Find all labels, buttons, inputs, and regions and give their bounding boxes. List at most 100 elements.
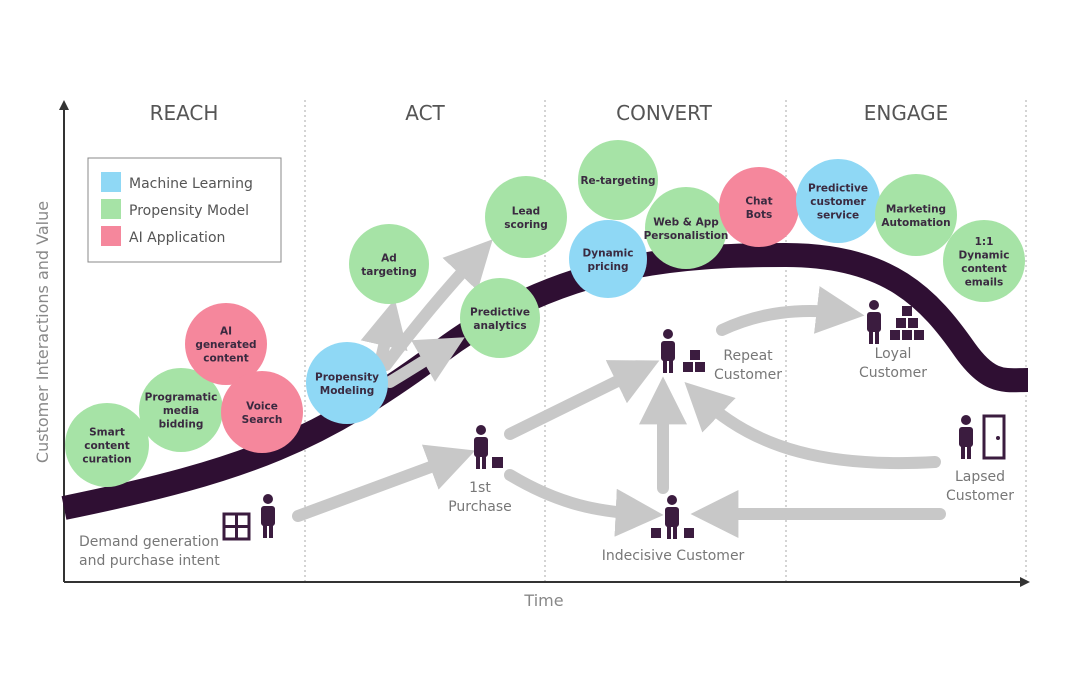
bubble-label: Propensity [315,371,379,383]
bubble-circle [943,220,1025,302]
legend: Machine Learning Propensity Model AI App… [87,157,282,263]
bubble-label: Personalistion [644,230,729,242]
bubble-circle [65,403,149,487]
legend-swatch-propensity [101,199,121,219]
arrow-repeat-to-loyal [716,286,865,336]
bubble-label: Marketing [886,203,946,215]
bubble-circle [349,224,429,304]
bubble-label: Dynamic [583,247,634,259]
bubble-label: Re-targeting [580,175,655,187]
bubble-label: Chat [745,195,772,207]
stage-label-demand: Demand generation [79,534,219,550]
bubble-circle [578,140,658,220]
arrow-demand-to-first [292,444,476,522]
y-axis-label: Customer Interactions and Value [33,201,52,463]
bubble-circle [460,278,540,358]
bubble-label: Search [242,414,283,426]
phase-act: ACT [405,101,445,125]
bubble-label: Automation [881,217,950,229]
person-icon-first-purchase [474,425,488,469]
stage-label-loyal: Customer [859,365,927,381]
bubble-label: analytics [473,320,526,332]
arrow-propensity-to-analytics [384,337,465,388]
boxes-icon-indecisive [651,528,694,538]
bubble-label: media [163,405,199,417]
journey-arrows [292,239,946,538]
bubble-label: Ad [381,252,397,264]
bubble-label: Predictive [808,183,868,195]
bubble-label: targeting [361,266,417,278]
boxes-icon-loyal [890,306,924,340]
bubble-7: Predictive analytics [460,278,540,358]
bubble-label: content [84,440,130,452]
bubble-label: service [817,210,859,222]
bubble-label: customer [810,196,866,208]
bubble-label: Web & App [653,216,719,228]
x-axis-label: Time [523,591,563,610]
bubble-label: emails [965,276,1004,288]
bubble-label: Dynamic [959,249,1010,261]
bubble-8: Re-targeting [578,140,658,220]
bubble-circle [719,167,799,247]
bubble-label: 1:1 [975,236,994,248]
bubble-label: pricing [587,261,628,273]
bubble-circle [306,342,388,424]
bubble-label: Voice [246,400,278,412]
phase-engage: ENGAGE [864,101,949,125]
legend-label-ai: AI Application [129,230,225,246]
bubble-circle [485,176,567,258]
bubble-circle [569,220,647,298]
window-icon [222,512,251,541]
person-icon-demand [261,494,275,538]
bubble-label: bidding [159,419,204,431]
boxes-icon-repeat [683,350,705,372]
stage-label-loyal: Loyal [875,346,912,362]
bubble-label: Bots [746,209,773,221]
stage-label-repeat: Customer [714,367,782,383]
person-icon-loyal [867,300,881,344]
bubble-label: Modeling [320,385,375,397]
stage-label-repeat: Repeat [723,348,773,364]
bubble-label: AI [220,326,232,338]
arrow-lapsed-to-repeat [684,382,941,470]
bubble-label: curation [82,454,131,466]
stage-label-demand: and purchase intent [79,553,220,569]
bubble-9: Dynamic pricing [569,220,647,298]
bubble-label: Smart [89,427,125,439]
bubble-label: generated [195,339,256,351]
arrow-propensity-to-adtargeting [360,298,408,361]
bubble-circle [139,368,223,452]
bubble-5: Ad targeting [349,224,429,304]
bubble-label: content [961,263,1007,275]
stage-label-indecisive: Indecisive Customer [602,548,745,564]
bubble-label: Predictive [470,306,530,318]
legend-swatch-ml [101,172,121,192]
phase-reach: REACH [150,101,219,125]
bubble-circle [185,303,267,385]
bubble-label: scoring [504,219,547,231]
person-icon-indecisive [665,495,679,539]
stage-label-lapsed: Customer [946,488,1014,504]
phase-convert: CONVERT [616,101,712,125]
bubble-circle [796,159,880,243]
technique-bubbles: SmartcontentcurationProgramaticmediabidd… [65,140,1025,487]
bubble-label: content [203,353,249,365]
door-icon [982,414,1006,460]
arrow-first-to-repeat [504,360,660,440]
person-icon-lapsed [959,415,973,459]
box-icon-first [492,457,503,468]
arrow-propensity-to-leadscoring [380,239,493,371]
bubble-circle [875,174,957,256]
